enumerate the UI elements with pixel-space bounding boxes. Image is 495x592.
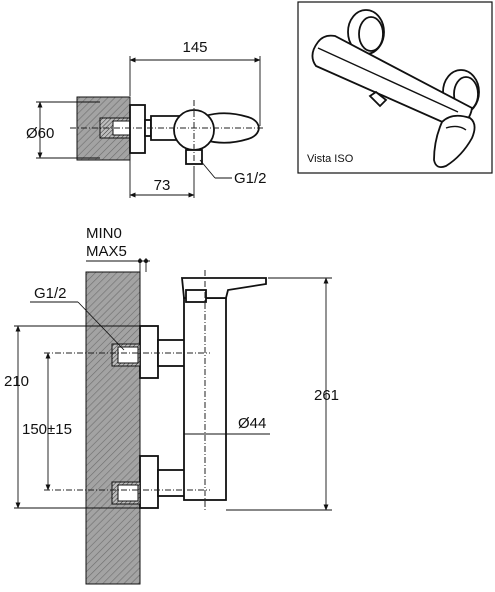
side-thread-label: G1/2 bbox=[34, 285, 67, 302]
side-dim-total-height: 261 bbox=[314, 387, 339, 404]
top-dim-diameter: Ø60 bbox=[26, 125, 54, 142]
side-lower-connector-bore bbox=[117, 484, 139, 502]
top-escutcheon bbox=[129, 104, 146, 154]
top-thread-label: G1/2 bbox=[234, 170, 267, 187]
side-max-label: MAX5 bbox=[86, 243, 127, 260]
iso-outlet bbox=[368, 90, 388, 108]
side-vertical-body bbox=[183, 297, 227, 501]
side-upper-connector-bore bbox=[117, 346, 139, 364]
iso-view: Vista ISO bbox=[297, 1, 493, 174]
top-dim-offset: 73 bbox=[154, 177, 171, 194]
side-min-label: MIN0 bbox=[86, 225, 122, 242]
side-lower-pipe bbox=[157, 469, 189, 497]
iso-caption: Vista ISO bbox=[307, 153, 354, 165]
side-wall bbox=[85, 271, 141, 585]
side-view: MIN0 MAX5 G1/2 210 150±15 Ø44 261 bbox=[4, 225, 339, 585]
side-lower-escutcheon bbox=[139, 455, 159, 509]
side-upper-escutcheon bbox=[139, 325, 159, 379]
top-dim-width: 145 bbox=[182, 39, 207, 56]
top-view: 145 Ø60 73 G1/2 bbox=[26, 39, 267, 198]
side-dim-centers: 150±15 bbox=[22, 421, 72, 438]
side-dim-pipe-diameter: Ø44 bbox=[238, 415, 266, 432]
side-dim-height-outer: 210 bbox=[4, 373, 29, 390]
side-handle-cap bbox=[185, 289, 207, 303]
iso-left-escutcheon-inner bbox=[358, 16, 384, 52]
